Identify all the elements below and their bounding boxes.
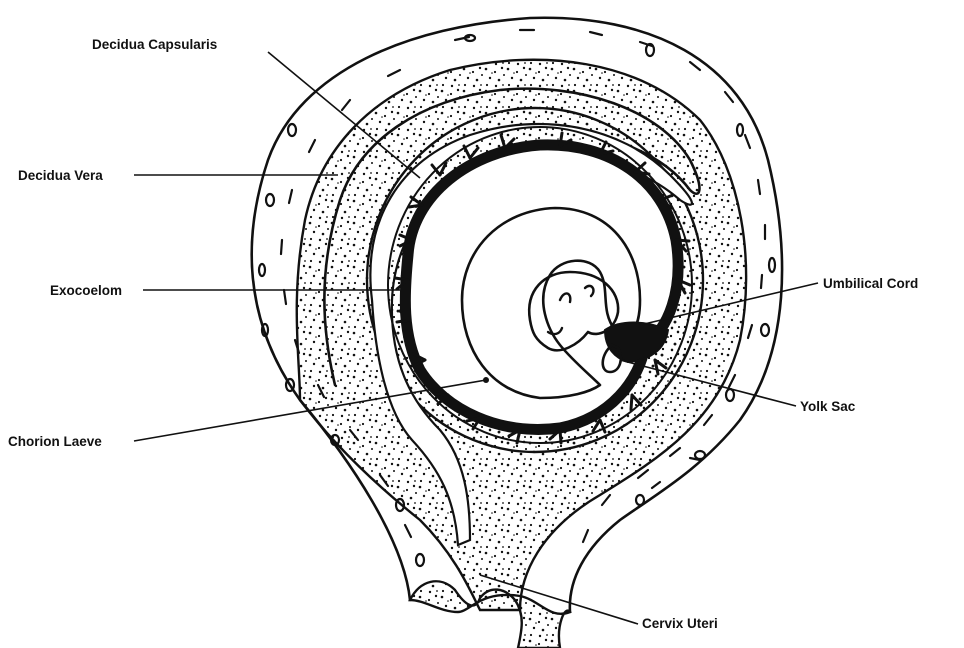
label-cervix-uteri: Cervix Uteri — [642, 616, 718, 631]
label-exocoelom: Exocoelom — [50, 283, 122, 298]
cervix-canal — [410, 581, 570, 648]
label-decidua-vera: Decidua Vera — [18, 168, 103, 183]
label-chorion-laeve: Chorion Laeve — [8, 434, 102, 449]
label-umbilical-cord: Umbilical Cord — [823, 276, 918, 291]
label-decidua-capsularis: Decidua Capsularis — [92, 37, 217, 52]
label-yolk-sac: Yolk Sac — [800, 399, 856, 414]
